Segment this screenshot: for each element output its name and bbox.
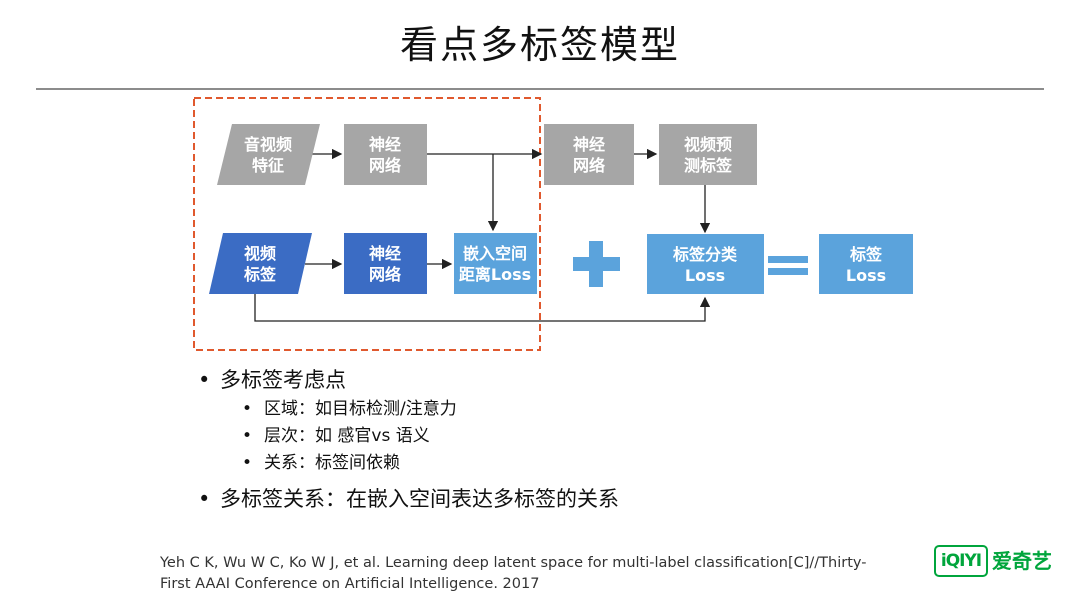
- node-label: 网络: [573, 156, 605, 175]
- bullet-list: 多标签考虑点 区域：如目标检测/注意力 层次：如 感官vs 语义 关系：标签间依…: [196, 364, 619, 515]
- iqiyi-mark: iQIYI: [934, 545, 988, 577]
- node-video-predict: 视频预 测标签: [659, 124, 757, 185]
- node-label: Loss: [846, 266, 886, 285]
- node-label: 网络: [369, 265, 401, 284]
- node-tag-loss: 标签 Loss: [819, 234, 913, 294]
- node-nn-bottom: 神经 网络: [344, 233, 427, 294]
- node-label: 测标签: [684, 156, 733, 175]
- iqiyi-wordmark: 爱奇艺: [992, 549, 1052, 573]
- plus-icon: [573, 241, 620, 287]
- reference-citation: Yeh C K, Wu W C, Ko W J, et al. Learning…: [160, 553, 920, 595]
- node-tag-cls-loss: 标签分类 Loss: [647, 234, 764, 294]
- node-av-feature: 音视频 特征: [217, 124, 320, 185]
- node-label: 嵌入空间: [463, 244, 527, 263]
- node-label: 距离Loss: [459, 265, 531, 284]
- slide-title: 看点多标签模型: [399, 23, 680, 67]
- node-label: Loss: [685, 266, 725, 285]
- equals-icon: [768, 256, 808, 275]
- arrow-tag-to-cls: [254, 294, 711, 322]
- bullet-main: 多标签关系：在嵌入空间表达多标签的关系: [196, 483, 619, 515]
- node-label: 神经: [573, 135, 605, 154]
- node-embed-loss: 嵌入空间 距离Loss: [454, 233, 537, 294]
- node-label: 网络: [369, 156, 401, 175]
- node-label: 视频预: [684, 135, 732, 154]
- embedding-region-frame: [193, 97, 541, 351]
- bullet-sub: 关系：标签间依赖: [196, 450, 619, 477]
- bullet-main: 多标签考虑点: [196, 364, 619, 396]
- node-label: 视频: [244, 244, 276, 263]
- node-label: 神经: [369, 135, 401, 154]
- node-label: 特征: [252, 156, 284, 175]
- node-label: 标签: [849, 245, 883, 264]
- connectors: [254, 148, 711, 322]
- title-divider: [36, 88, 1044, 90]
- node-video-tag: 视频 标签: [209, 233, 312, 294]
- node-label: 音视频: [244, 135, 292, 154]
- reference-line: Yeh C K, Wu W C, Ko W J, et al. Learning…: [160, 555, 867, 571]
- reference-line: First AAAI Conference on Artificial Inte…: [160, 576, 540, 592]
- node-nn-top-left: 神经 网络: [344, 124, 427, 185]
- bullet-sub: 层次：如 感官vs 语义: [196, 423, 619, 450]
- node-label: 标签: [243, 265, 277, 284]
- node-label: 标签分类: [672, 245, 738, 264]
- node-nn-top-right: 神经 网络: [544, 124, 634, 185]
- node-label: 神经: [369, 244, 401, 263]
- bullet-sub: 区域：如目标检测/注意力: [196, 396, 619, 423]
